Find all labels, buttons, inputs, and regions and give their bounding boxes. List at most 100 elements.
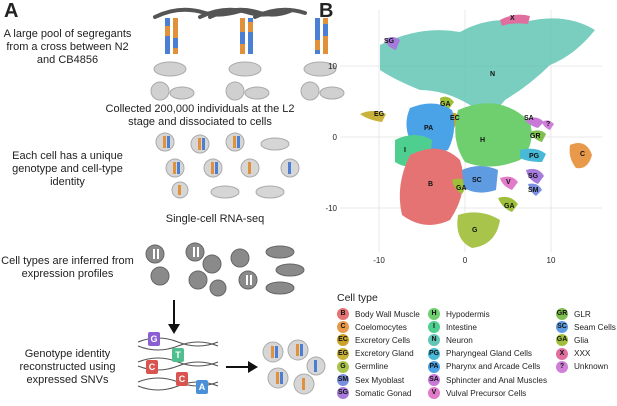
legend-label: Unknown: [574, 362, 609, 372]
legend-swatch: SC: [556, 321, 568, 334]
legend-item: SM Sex Myoblast: [337, 374, 404, 386]
legend-swatch: B: [337, 308, 349, 320]
snv-letter: A: [199, 382, 206, 392]
x-tick-label: -10: [373, 256, 385, 265]
cluster-seam-cells: [462, 166, 498, 193]
cluster-xxx: [500, 14, 530, 26]
legend-label: Seam Cells: [574, 322, 616, 332]
panel-a-letter: A: [4, 0, 19, 22]
cluster-unknown: [542, 120, 554, 130]
legend-swatch: ?: [556, 360, 568, 373]
legend-swatch: G: [337, 360, 349, 373]
cluster-label-sg-top: SG: [384, 38, 395, 45]
scatter-clusters: [360, 14, 595, 248]
legend-label: XXX: [574, 349, 591, 359]
umap-scatter-plot: X SG N GA EG EC PA SA ? GR H I PG C SC B…: [340, 10, 602, 252]
legend-swatch: I: [428, 321, 440, 334]
legend-swatch: GA: [556, 334, 568, 347]
cluster-label-ec: EC: [450, 115, 460, 122]
legend-label: Hypodermis: [446, 309, 490, 319]
cluster-hypodermis: [455, 103, 532, 167]
legend-swatch: SA: [428, 374, 440, 386]
legend-swatch: PA: [428, 360, 440, 373]
legend-label: Sphincter and Anal Muscles: [446, 375, 548, 385]
legend-label: Sex Myoblast: [355, 375, 405, 385]
chromosome-pairs-row: [165, 18, 328, 54]
step-scrnaseq-text: Single-cell RNA-seq: [165, 213, 265, 225]
legend-item: B Body Wall Muscle: [337, 308, 420, 320]
cluster-sphincter: [525, 117, 544, 128]
cluster-label-pg: PG: [529, 153, 540, 160]
snv-letter: C: [179, 374, 186, 384]
x-tick-label: 10: [546, 256, 556, 265]
cluster-neuron: [380, 18, 595, 112]
cluster-sex-myoblast: [528, 183, 542, 196]
cluster-labels: X SG N GA EG EC PA SA ? GR H I PG C SC B…: [374, 15, 585, 234]
legend-swatch: GR: [556, 308, 568, 320]
legend-label: GLR: [574, 309, 591, 319]
cluster-pharyngeal-gland: [520, 148, 546, 162]
legend-item: EG Excretory Gland: [337, 347, 414, 360]
worm-row-illustration-2: [198, 7, 307, 19]
expressed-snv-reads-illustration: G T C C A: [137, 332, 219, 394]
snv-letter: T: [175, 350, 181, 360]
step-collected-text: Collected 200,000 individuals at the L2 …: [105, 103, 295, 128]
cluster-label-sg: SG: [528, 173, 539, 180]
cluster-body-wall-muscle: [399, 148, 464, 225]
cluster-label-h: H: [480, 137, 485, 144]
cluster-label-ga-mid: GA: [456, 185, 467, 192]
cluster-germline: [457, 212, 500, 248]
cluster-label-i: I: [404, 147, 406, 154]
legend-label: Glia: [574, 335, 589, 345]
legend-label: Excretory Gland: [355, 349, 414, 359]
legend-label: Pharynx and Arcade Cells: [446, 362, 541, 372]
legend-label: Vulval Precursor Cells: [446, 388, 527, 398]
cluster-label-eg: EG: [374, 111, 385, 118]
snv-letter: C: [149, 362, 156, 372]
legend-swatch: H: [428, 308, 440, 320]
legend-label: Intestine: [446, 322, 477, 332]
legend-swatch: V: [428, 387, 440, 400]
legend-item: PA Pharynx and Arcade Cells: [428, 360, 541, 373]
legend-item: ? Unknown: [556, 360, 609, 373]
down-arrow-icon: [168, 300, 180, 334]
step-segregants-text: A large pool of segregants from a cross …: [3, 28, 132, 66]
cell-type-groups-illustration: [145, 242, 305, 297]
cluster-label-ga-low: GA: [504, 203, 515, 210]
legend-item: GR GLR: [556, 308, 591, 320]
cluster-label-c: C: [580, 151, 585, 158]
cluster-label-pa: PA: [424, 125, 433, 132]
snv-letter: G: [150, 334, 157, 344]
cluster-label-g: G: [472, 227, 478, 234]
legend-item: N Neuron: [428, 334, 473, 347]
legend-label: Neuron: [446, 335, 473, 345]
legend-item: G Germline: [337, 360, 389, 373]
legend-swatch: SG: [337, 387, 349, 400]
legend-swatch: EG: [337, 347, 349, 360]
legend-label: Germline: [355, 362, 389, 372]
legend-swatch: SM: [337, 374, 349, 386]
legend-label: Body Wall Muscle: [355, 309, 420, 319]
legend-item: V Vulval Precursor Cells: [428, 387, 527, 400]
legend-swatch: N: [428, 334, 440, 347]
panel-b-letter: B: [319, 0, 334, 22]
legend-item: I Intestine: [428, 321, 477, 334]
legend-swatch: PG: [428, 347, 440, 360]
cluster-coelomocytes: [569, 142, 592, 169]
cluster-label-sc: SC: [472, 177, 482, 184]
legend-label: Excretory Cells: [355, 335, 411, 345]
y-tick-label: 0: [332, 133, 337, 142]
x-tick-label: 0: [462, 256, 468, 265]
right-arrow-icon: [226, 361, 258, 373]
step-unique-genotype-text: Each cell has a unique genotype and cell…: [12, 150, 123, 188]
legend-swatch: X: [556, 347, 568, 360]
cluster-somatic-gonad: [526, 168, 544, 184]
cluster-label-x: X: [510, 15, 515, 22]
cluster-label-unknown: ?: [546, 121, 550, 128]
legend-item: H Hypodermis: [428, 308, 490, 320]
legend-item: GA Glia: [556, 334, 589, 347]
